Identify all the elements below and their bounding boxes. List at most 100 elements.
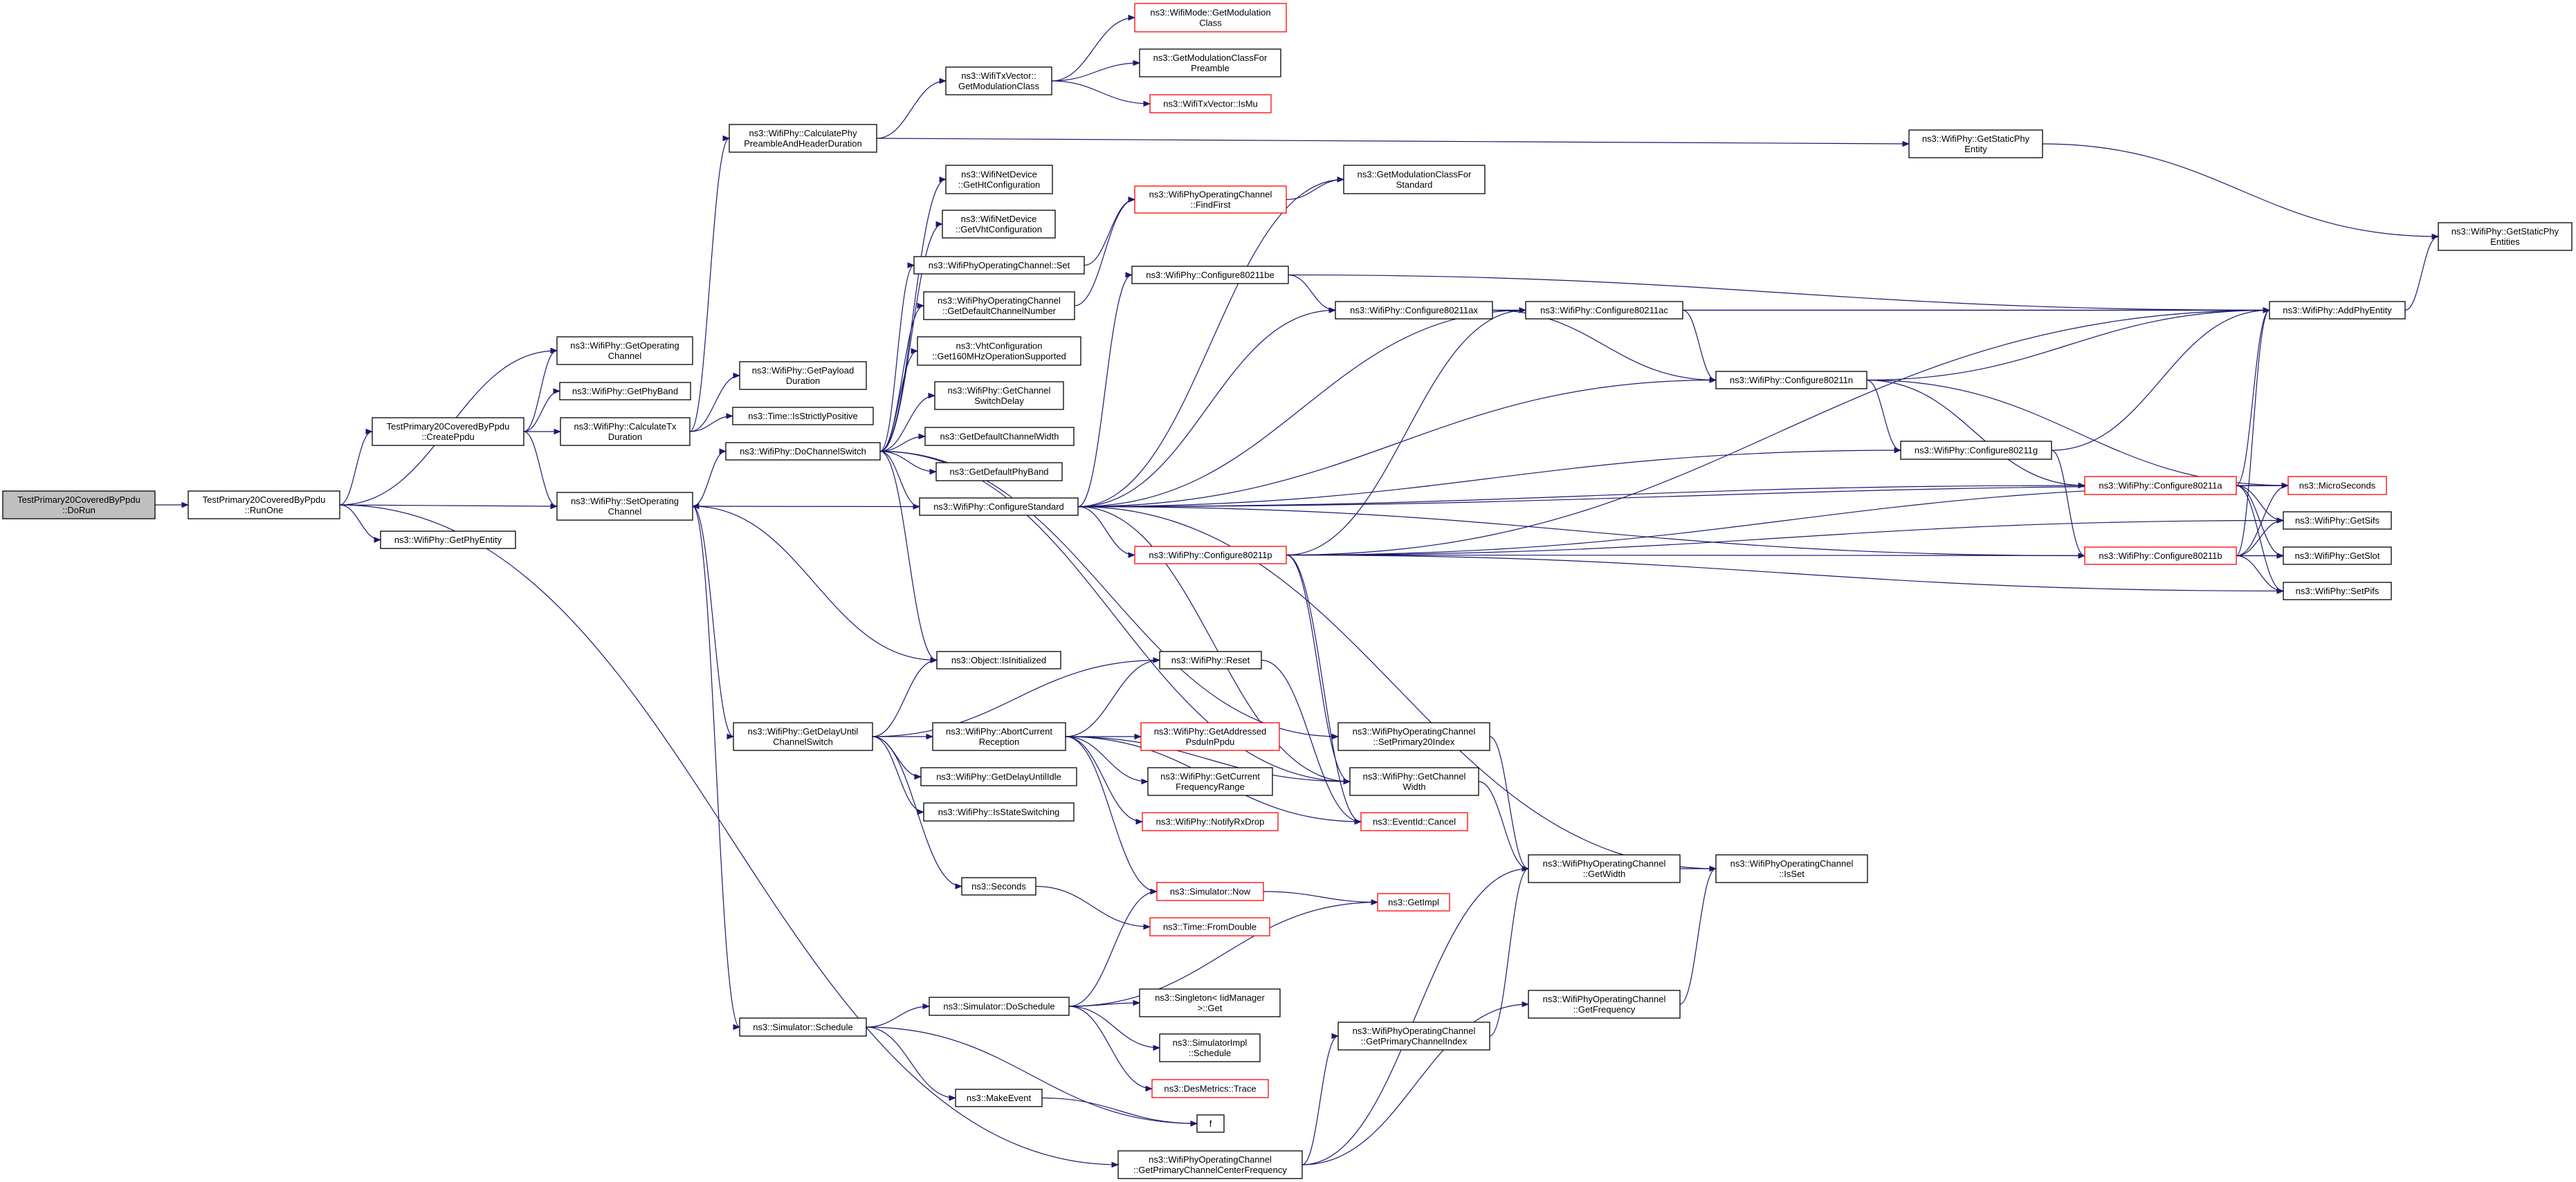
- node-f[interactable]: f: [1196, 1114, 1225, 1133]
- node-box: [2283, 582, 2392, 600]
- node-modegetmod[interactable]: ns3::WifiMode::GetModulationClass: [1134, 3, 1287, 33]
- node-c11g[interactable]: ns3::WifiPhy::Configure80211g: [1900, 441, 2052, 460]
- node-dosched[interactable]: ns3::Simulator::DoSchedule: [929, 997, 1070, 1016]
- node-label: ::GetHtConfiguration: [958, 180, 1041, 190]
- node-getslot[interactable]: ns3::WifiPhy::GetSlot: [2283, 546, 2392, 565]
- node-dorun[interactable]: TestPrimary20CoveredByPpdu::DoRun: [2, 490, 156, 519]
- node-c11be[interactable]: ns3::WifiPhy::Configure80211be: [1131, 266, 1289, 284]
- node-box: [1337, 722, 1490, 751]
- node-txvgetmod[interactable]: ns3::WifiTxVector::GetModulationClass: [945, 66, 1052, 95]
- node-c11n[interactable]: ns3::WifiPhy::Configure80211n: [1715, 371, 1867, 389]
- edge-centerfreq-to-getfreq: [1301, 1001, 1530, 1165]
- node-makeevent[interactable]: ns3::MakeEvent: [955, 1089, 1043, 1107]
- node-now[interactable]: ns3::Simulator::Now: [1156, 882, 1264, 901]
- node-label: ns3::WifiPhy::ConfigureStandard: [933, 501, 1064, 512]
- edge-chwidth-to-getwidth: [1478, 781, 1530, 872]
- node-isinit[interactable]: ns3::Object::IsInitialized: [936, 651, 1061, 670]
- node-box: [2283, 511, 2392, 530]
- node-runone[interactable]: TestPrimary20CoveredByPpdu::RunOne: [188, 490, 340, 519]
- edge-c11p-to-cancel: [1286, 554, 1362, 825]
- node-c11a[interactable]: ns3::WifiPhy::Configure80211a: [2084, 476, 2237, 495]
- node-rxdrop[interactable]: ns3::WifiPhy::NotifyRxDrop: [1142, 812, 1279, 831]
- node-label: ns3::WifiPhyOperatingChannel: [1730, 858, 1854, 869]
- node-findfirst[interactable]: ns3::WifiPhyOperatingChannel::FindFirst: [1134, 185, 1287, 214]
- node-trace[interactable]: ns3::DesMetrics::Trace: [1151, 1079, 1269, 1098]
- node-reset[interactable]: ns3::WifiPhy::Reset: [1159, 651, 1262, 670]
- node-c11ac[interactable]: ns3::WifiPhy::Configure80211ac: [1525, 301, 1683, 320]
- node-stsw[interactable]: ns3::WifiPhy::IsStateSwitching: [923, 802, 1075, 822]
- node-dochsw[interactable]: ns3::WifiPhy::DoChannelSwitch: [725, 442, 881, 461]
- node-get160[interactable]: ns3::VhtConfiguration::Get160MHzOperatio…: [917, 336, 1081, 366]
- node-defphyband[interactable]: ns3::GetDefaultPhyBand: [935, 462, 1063, 481]
- node-getimpl[interactable]: ns3::GetImpl: [1377, 893, 1450, 912]
- node-centerfreq[interactable]: ns3::WifiPhyOperatingChannel::GetPrimary…: [1117, 1150, 1303, 1179]
- node-fromdouble[interactable]: ns3::Time::FromDouble: [1149, 917, 1270, 936]
- node-simimpl[interactable]: ns3::SimulatorImpl::Schedule: [1159, 1033, 1261, 1062]
- node-label: ::RunOne: [245, 505, 284, 515]
- node-c11b[interactable]: ns3::WifiPhy::Configure80211b: [2084, 546, 2237, 565]
- edge-calctx-to-strictpos: [689, 413, 734, 432]
- edge-c11be-to-c11ax: [1288, 274, 1337, 313]
- node-getphyband[interactable]: ns3::WifiPhy::GetPhyBand: [559, 382, 691, 400]
- node-getphyentity[interactable]: ns3::WifiPhy::GetPhyEntity: [380, 530, 516, 549]
- node-c11p[interactable]: ns3::WifiPhy::Configure80211p: [1134, 546, 1287, 564]
- node-cancel[interactable]: ns3::EventId::Cancel: [1360, 812, 1468, 831]
- node-getwidth[interactable]: ns3::WifiPhyOperatingChannel::GetWidth: [1528, 854, 1681, 883]
- node-seconds[interactable]: ns3::Seconds: [961, 877, 1036, 896]
- node-label: ns3::WifiPhy::GetPhyEntity: [394, 535, 502, 545]
- node-calcpre[interactable]: ns3::WifiPhy::CalculatePhyPreambleAndHea…: [729, 124, 877, 153]
- node-vhtconf[interactable]: ns3::WifiNetDevice::GetVhtConfiguration: [942, 210, 1056, 239]
- edge-primidx-to-getwidth: [1489, 865, 1530, 1037]
- node-getsifs[interactable]: ns3::WifiPhy::GetSifs: [2283, 511, 2392, 530]
- node-label: ns3::GetDefaultPhyBand: [949, 467, 1048, 477]
- node-label: ns3::WifiPhy::Configure80211a: [2099, 481, 2222, 491]
- edge-setopch-to-dochsw: [692, 448, 727, 507]
- node-createppdu[interactable]: TestPrimary20CoveredByPpdu::CreatePpdu: [372, 417, 524, 446]
- edge-c11b-to-addphy: [2236, 307, 2271, 557]
- node-label: ns3::WifiPhy::GetAddressed: [1154, 726, 1267, 737]
- node-label: ns3::Object::IsInitialized: [951, 655, 1046, 665]
- node-isset[interactable]: ns3::WifiPhyOperatingChannel::IsSet: [1715, 854, 1868, 883]
- node-box: [1134, 3, 1287, 33]
- node-label: ns3::Simulator::Schedule: [753, 1022, 853, 1033]
- node-addphy[interactable]: ns3::WifiPhy::AddPhyEntity: [2269, 301, 2406, 320]
- node-box: [556, 336, 693, 365]
- node-label: ns3::WifiPhy::GetDelayUntil: [748, 726, 859, 737]
- node-htconf[interactable]: ns3::WifiNetDevice::GetHtConfiguration: [945, 165, 1053, 194]
- node-confstd[interactable]: ns3::WifiPhy::ConfigureStandard: [919, 497, 1079, 516]
- node-sched[interactable]: ns3::Simulator::Schedule: [739, 1017, 867, 1037]
- node-setp20[interactable]: ns3::WifiPhyOperatingChannel::SetPrimary…: [1337, 722, 1490, 751]
- node-setpifs[interactable]: ns3::WifiPhy::SetPifs: [2283, 582, 2392, 600]
- node-defchwidth[interactable]: ns3::GetDefaultChannelWidth: [924, 427, 1075, 446]
- node-label: ::GetWidth: [1583, 869, 1625, 879]
- node-micro[interactable]: ns3::MicroSeconds: [2287, 476, 2387, 495]
- node-delayidle[interactable]: ns3::WifiPhy::GetDelayUntilIdle: [920, 767, 1077, 786]
- node-primidx[interactable]: ns3::WifiPhyOperatingChannel::GetPrimary…: [1337, 1022, 1490, 1051]
- node-label: ns3::WifiPhy::CalculateTx: [574, 421, 677, 432]
- edge-txvgetmod-to-modpreamble: [1051, 59, 1141, 82]
- node-opchset[interactable]: ns3::WifiPhyOperatingChannel::Set: [913, 256, 1085, 275]
- node-c11ax[interactable]: ns3::WifiPhy::Configure80211ax: [1335, 301, 1493, 320]
- node-getfreq[interactable]: ns3::WifiPhyOperatingChannel::GetFrequen…: [1528, 990, 1681, 1019]
- node-singleton[interactable]: ns3::Singleton< IidManager>::Get: [1139, 988, 1281, 1017]
- edge-confstd-to-c11be: [1077, 272, 1133, 508]
- node-label: ns3::WifiPhy::AddPhyEntity: [2283, 305, 2392, 315]
- node-box: [1525, 301, 1683, 320]
- node-defchnum[interactable]: ns3::WifiPhyOperatingChannel::GetDefault…: [923, 291, 1075, 320]
- node-ismu[interactable]: ns3::WifiTxVector::IsMu: [1149, 94, 1272, 113]
- node-strictpos[interactable]: ns3::Time::IsStrictlyPositive: [732, 407, 874, 425]
